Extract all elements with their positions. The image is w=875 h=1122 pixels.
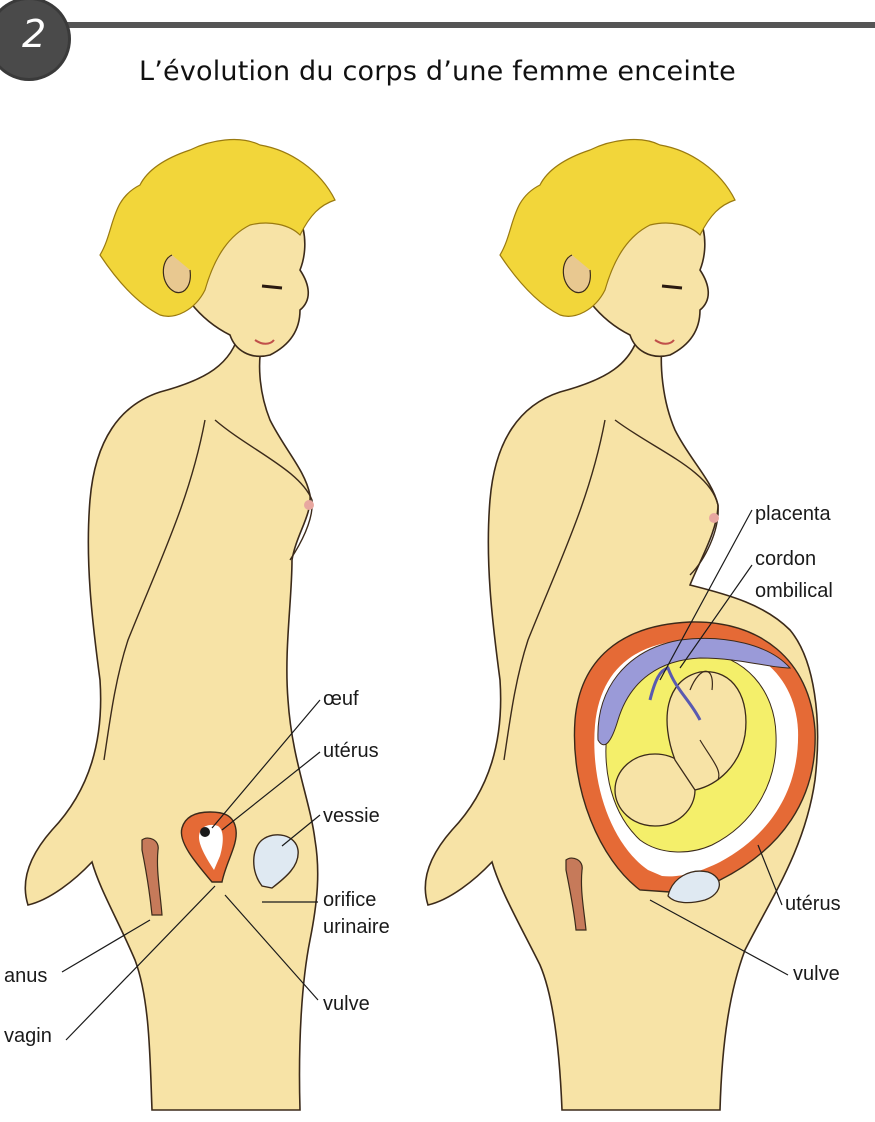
left-figure: œuf utérus vessie orifice urinaire anus … (4, 140, 390, 1110)
page-title: L’évolution du corps d’une femme enceint… (0, 56, 875, 87)
label-cordon-2: ombilical (755, 580, 833, 602)
label-orifice-1: orifice (323, 889, 376, 911)
section-number: 2 (22, 12, 46, 56)
left-eye (262, 286, 282, 288)
label-uterus-right: utérus (785, 893, 841, 915)
label-vulve-right: vulve (793, 963, 840, 985)
label-orifice-2: urinaire (323, 916, 390, 938)
right-eye (662, 286, 682, 288)
left-body-silhouette (25, 330, 317, 1110)
label-vagin: vagin (4, 1025, 52, 1047)
left-egg (200, 827, 210, 837)
label-cordon-1: cordon (755, 548, 816, 570)
header-bar: 2 (20, 22, 875, 28)
label-oeuf: œuf (323, 688, 359, 710)
label-anus: anus (4, 965, 47, 987)
right-nipple (709, 513, 719, 523)
label-vulve-left: vulve (323, 993, 370, 1015)
label-uterus-left: utérus (323, 740, 379, 762)
label-vessie: vessie (323, 805, 380, 827)
left-nipple (304, 500, 314, 510)
label-placenta: placenta (755, 503, 831, 525)
right-figure: placenta cordon ombilical utérus vulve (425, 140, 840, 1110)
anatomy-illustration: œuf utérus vessie orifice urinaire anus … (0, 108, 875, 1122)
